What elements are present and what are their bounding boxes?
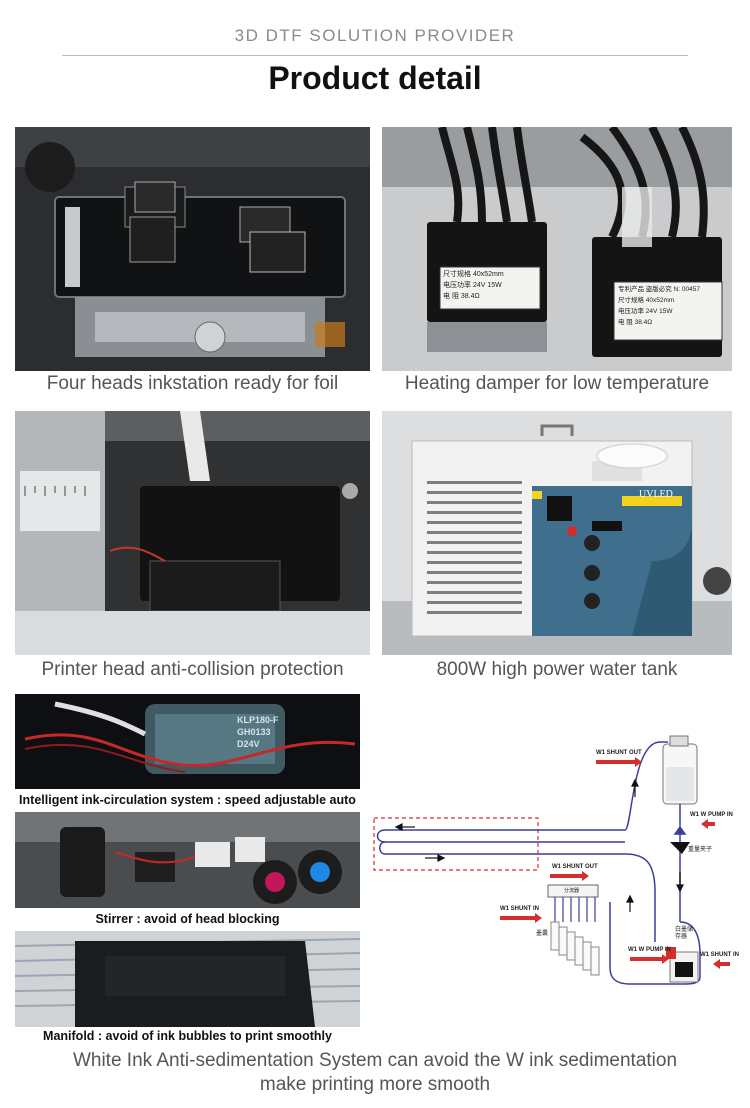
footer-text: White Ink Anti-sedimentation System can … [0,1049,750,1097]
pump-text-line1: KLP180-F [237,715,279,725]
footer-line-1: White Ink Anti-sedimentation System can … [72,1050,678,1071]
label-w1-w-pump-in-top: W1 W PUMP IN [690,812,733,818]
photo-ink-circulation: KLP180-F GH0133 D24V [15,694,360,789]
damper-label-left-line3: 电 阻 38.4Ω [443,293,480,300]
photo-stirrer [15,812,360,908]
caption-printer-head: Printer head anti-collision protection [41,659,344,680]
caption-heating-damper: Heating damper for low temperature [404,373,710,394]
label-manifold: 分流器 [564,888,580,894]
footer-line-2: make printing more smooth [259,1074,491,1095]
caption-ink-circulation: Intelligent ink-circulation system : spe… [19,793,356,807]
photo-printer-head [15,411,370,655]
page-title: Product detail [268,60,482,96]
photo-heating-damper: 尺寸规格 40x52mm 电压功率 24V 15W 电 阻 38.4Ω 专利产品… [382,127,732,371]
photo-ink-station [15,127,370,371]
label-w1-shunt-out-top: W1 SHUNT OUT [596,750,642,756]
circulation-diagram: W1 SHUNT OUT W1 W PUMP IN 重量夹子 W1 SHUNT … [370,722,742,992]
label-tank: 白墨储存器 [675,927,694,940]
label-w1-shunt-in-left: W1 SHUNT IN [500,906,539,912]
label-ink: 墨囊 [536,931,549,937]
label-w1-shunt-in-right: W1 SHUNT IN [700,952,739,958]
photo-water-tank: UVLED [382,411,732,655]
damper-label-left-line1: 尺寸规格 40x52mm [443,271,504,278]
pump-text-line3: D24V [237,739,260,749]
tank-brand-label: UVLED [639,489,673,500]
damper-label-right-line3: 电压功率 24V 15W [618,308,673,315]
photo-manifold [15,931,360,1027]
caption-manifold: Manifold : avoid of ink bubbles to print… [43,1029,332,1043]
caption-stirrer: Stirrer : avoid of head blocking [95,912,280,926]
pump-text-line2: GH0133 [237,727,271,737]
damper-label-left-line2: 电压功率 24V 15W [443,282,502,289]
header-divider [62,55,688,56]
caption-ink-station: Four heads inkstation ready for foil [46,373,339,394]
damper-label-right-line1: 专利产品 盗版必究 N: 00457 [618,286,700,293]
label-w1-w-pump-in-bottom: W1 W PUMP IN [628,947,671,953]
label-clamp: 重量夹子 [688,847,713,853]
damper-label-right-line4: 电 阻 38.4Ω [618,319,653,326]
label-w1-shunt-out-mid: W1 SHUNT OUT [552,864,598,870]
brand-subtitle: 3D DTF SOLUTION PROVIDER [234,26,516,45]
caption-water-tank: 800W high power water tank [436,659,678,680]
damper-label-right-line2: 尺寸规格 40x52mm [618,297,675,304]
